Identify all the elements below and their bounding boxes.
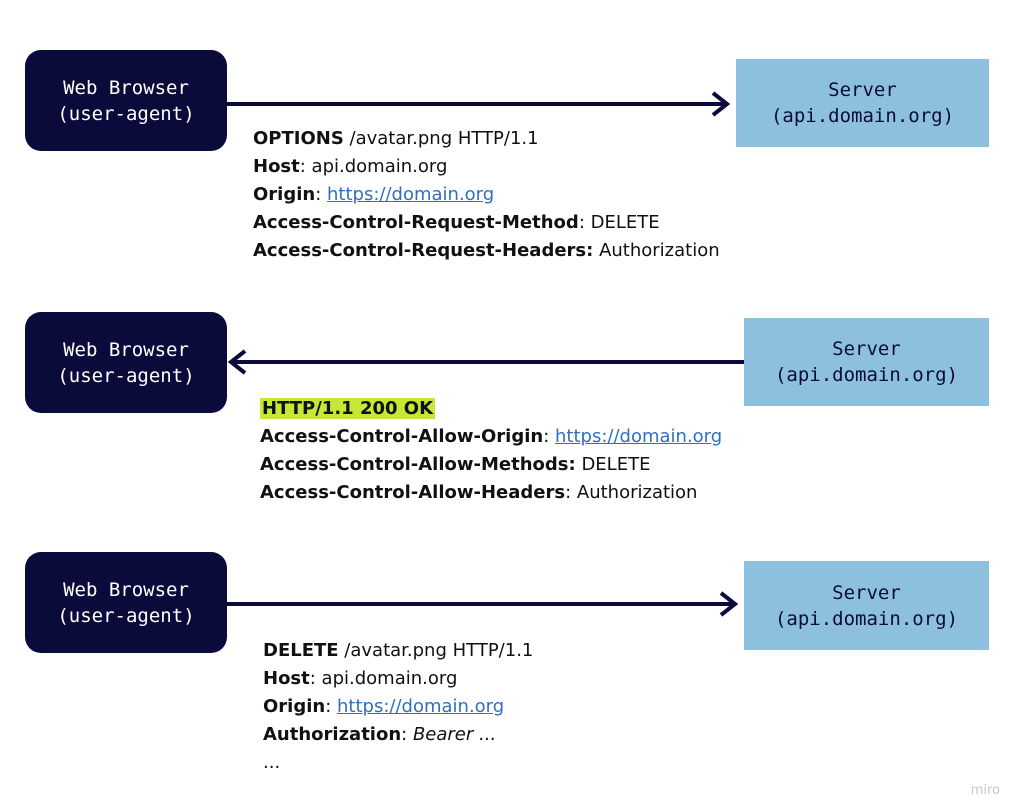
- header-host: Host: api.domain.org: [253, 156, 448, 177]
- header-allow-origin: Access-Control-Allow-Origin: https://dom…: [260, 426, 723, 447]
- server-label-line1: Server: [832, 581, 901, 604]
- origin-link[interactable]: https://domain.org: [327, 184, 495, 205]
- request-arrow-2: [227, 591, 739, 617]
- server-label-line2: (api.domain.org): [774, 607, 959, 630]
- browser-label-line2: (user-agent): [57, 102, 195, 125]
- browser-label-line1: Web Browser: [63, 338, 189, 361]
- preflight-response: HTTP/1.1 200 OK Access-Control-Allow-Ori…: [260, 395, 722, 507]
- preflight-request: OPTIONS /avatar.png HTTP/1.1 Host: api.d…: [253, 125, 720, 265]
- actual-request: DELETE /avatar.png HTTP/1.1 Host: api.do…: [263, 637, 533, 777]
- browser-label-line1: Web Browser: [63, 76, 189, 99]
- browser-node-3: Web Browser (user-agent): [25, 552, 227, 653]
- more-headers-ellipsis: ...: [263, 752, 281, 773]
- header-origin: Origin: https://domain.org: [263, 696, 505, 717]
- browser-node-2: Web Browser (user-agent): [25, 312, 227, 413]
- browser-label-line2: (user-agent): [57, 604, 195, 627]
- header-authorization: Authorization: Bearer ...: [263, 724, 497, 745]
- header-origin: Origin: https://domain.org: [253, 184, 495, 205]
- header-request-method: Access-Control-Request-Method: DELETE: [253, 212, 660, 233]
- response-arrow: [227, 349, 744, 375]
- miro-watermark: miro: [970, 783, 1000, 798]
- browser-label-line2: (user-agent): [57, 364, 195, 387]
- server-label-line1: Server: [832, 338, 901, 360]
- server-node-1: Server (api.domain.org): [736, 59, 989, 147]
- request-arrow-1: [227, 91, 731, 117]
- header-host: Host: api.domain.org: [263, 668, 458, 689]
- status-highlight: HTTP/1.1 200 OK: [260, 398, 436, 419]
- browser-node-1: Web Browser (user-agent): [25, 50, 227, 151]
- allow-origin-link[interactable]: https://domain.org: [555, 426, 723, 447]
- header-request-headers: Access-Control-Request-Headers: Authoriz…: [253, 240, 720, 261]
- browser-label-line1: Web Browser: [63, 578, 189, 601]
- server-node-3: Server (api.domain.org): [744, 561, 989, 650]
- status-line: HTTP/1.1 200 OK: [260, 395, 722, 423]
- server-label-line2: (api.domain.org): [770, 105, 955, 127]
- server-label-line2: (api.domain.org): [774, 364, 959, 386]
- request-line: DELETE /avatar.png HTTP/1.1: [263, 640, 534, 661]
- header-allow-methods: Access-Control-Allow-Methods: DELETE: [260, 454, 651, 475]
- server-node-2: Server (api.domain.org): [744, 318, 989, 406]
- server-label-line1: Server: [828, 79, 897, 101]
- header-allow-headers: Access-Control-Allow-Headers: Authorizat…: [260, 482, 698, 503]
- request-line: OPTIONS /avatar.png HTTP/1.1: [253, 128, 539, 149]
- origin-link[interactable]: https://domain.org: [337, 696, 505, 717]
